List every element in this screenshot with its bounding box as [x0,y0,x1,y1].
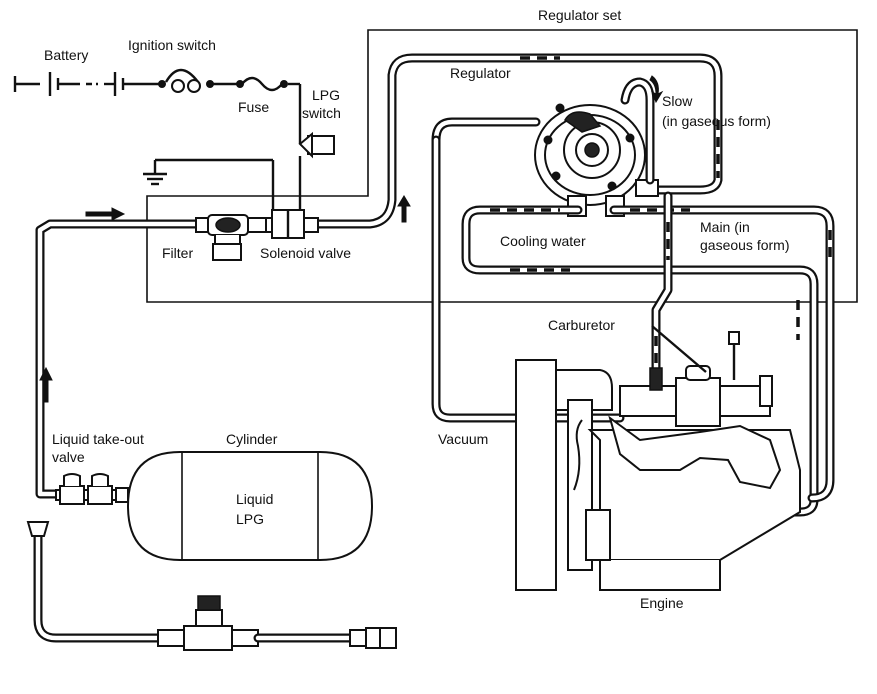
filling-valve [157,595,259,651]
ignition-switch [158,68,238,93]
label-cylinder: Cylinder [226,431,278,447]
filling-nozzle [349,627,397,649]
label-lpg-switch-1: LPG [312,87,340,103]
flow-arrow-icon [85,207,126,221]
label-main-2: gaseous form) [700,237,789,253]
label-lpg-switch-2: switch [302,105,341,121]
filter [195,214,267,261]
fuse [236,76,302,144]
label-liquid-takeout-2: valve [52,449,85,465]
liquid-takeout-valve [55,473,129,505]
label-liquid-takeout-1: Liquid take-out [52,431,144,447]
regulator-set-boundary [146,29,858,303]
label-regulator-set: Regulator set [538,7,621,23]
lpg-switch [298,131,335,214]
label-liquid-lpg-2: LPG [236,511,264,527]
label-solenoid-valve: Solenoid valve [260,245,351,261]
label-main-1: Main (in [700,219,750,235]
label-battery: Battery [44,47,88,63]
filling-connector [26,521,50,537]
label-ignition-switch: Ignition switch [128,37,216,53]
lpg-cylinder [126,451,374,561]
label-regulator: Regulator [450,65,511,81]
solenoid-valve [265,209,319,239]
battery [13,72,160,96]
label-cooling-water: Cooling water [500,233,586,249]
label-slow-2: (in gaseous form) [662,113,771,129]
engine [515,331,801,591]
label-slow-1: Slow [662,93,693,109]
label-vacuum: Vacuum [438,431,488,447]
label-liquid-lpg-1: Liquid [236,491,273,507]
flow-arrow-icon [649,75,664,104]
flow-arrow-icon [39,366,53,403]
label-fuse: Fuse [238,99,269,115]
ground-symbol [143,158,275,214]
flow-arrow-icon [397,195,411,223]
regulator [534,75,664,217]
label-filter: Filter [162,245,193,261]
label-carburetor: Carburetor [548,317,615,333]
label-engine: Engine [640,595,684,611]
